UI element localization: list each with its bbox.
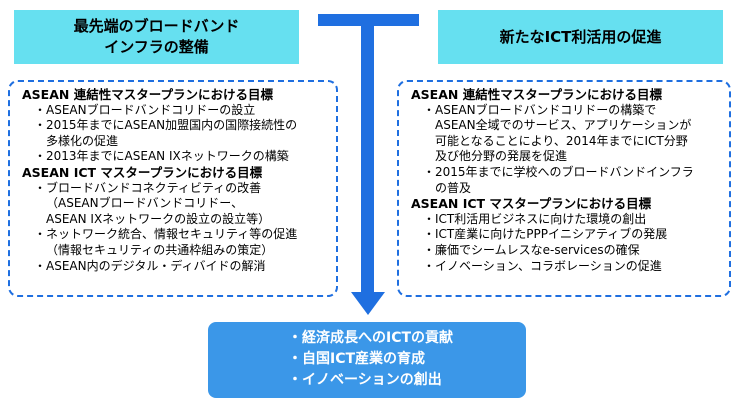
list-item-text: 2015年までに学校へのブロードバンドインフラ: [435, 164, 694, 179]
list-item-text: 2013年までにASEAN IXネットワークの構築: [46, 149, 289, 164]
section-title: ASEAN ICT マスタープランにおける目標: [22, 164, 263, 180]
list-item-continuation: ASEAN全域でのサービス、アプリケーションが: [435, 118, 692, 133]
section-title: ASEAN 連結性マスタープランにおける目標: [411, 87, 662, 102]
bullet: ・: [423, 258, 436, 273]
bullet: ・: [34, 102, 47, 117]
outcome-item: ・自国ICT産業の育成: [288, 351, 426, 367]
list-item: ・ASEAN内のデジタル・ディバイドの解消: [22, 259, 336, 275]
list-item: ・ASEANブロードバンドコリドーの設立: [22, 103, 336, 119]
list-item-text: ASEANブロードバンドコリドーの設立: [46, 102, 256, 117]
header-infrastructure: 最先端のブロードバンド インフラの整備: [14, 10, 299, 64]
section-title: ASEAN ICT マスタープランにおける目標: [411, 196, 652, 212]
panel-infrastructure-goals: ASEAN 連結性マスタープランにおける目標 ・ASEANブロードバンドコリドー…: [8, 80, 338, 297]
list-item: ・ASEANブロードバンドコリドーの構築で: [411, 103, 729, 119]
bullet: ・: [34, 180, 47, 195]
list-item-continuation: 及び他分野の発展を促進: [435, 149, 568, 164]
list-item: ・ICT利活用ビジネスに向けた環境の創出: [411, 212, 729, 228]
list-item-text: ブロードバンドコネクティビティの改善: [46, 180, 262, 195]
header-infrastructure-line1: 最先端のブロードバンド: [73, 17, 240, 35]
header-ict-utilization-line1: 新たなICT利活用の促進: [499, 27, 662, 46]
list-item-continuation: ASEAN IXネットワークの設立の設立等）: [46, 211, 271, 226]
bullet: ・: [423, 242, 436, 257]
list-item: ・イノベーション、コラボレーションの促進: [411, 259, 729, 275]
list-item-continuation: 多様化の促進: [46, 133, 119, 148]
header-ict-utilization: 新たなICT利活用の促進: [438, 10, 723, 64]
goal-list: ・ブロードバンドコネクティビティの改善（ASEANブロードバンドコリドー、ASE…: [22, 181, 336, 275]
t-arrow-bar: [318, 14, 419, 26]
list-item-text: ネットワーク統合、情報セキュリティ等の促進: [46, 227, 298, 242]
list-item-continuation: （情報セキュリティの共通枠組みの策定）: [46, 242, 274, 257]
t-arrow-stem: [361, 24, 374, 294]
list-item: ・ICT産業に向けたPPPイニシアティブの発展: [411, 227, 729, 243]
bullet: ・: [423, 102, 436, 117]
list-item-text: 廉価でシームレスなe-servicesの確保: [435, 242, 640, 257]
list-item-continuation: 可能となることにより、2014年までにICT分野: [435, 133, 688, 148]
list-item-text: 2015年までにASEAN加盟国内の国際接続性の: [46, 118, 298, 133]
list-item: ・ブロードバンドコネクティビティの改善: [22, 181, 336, 197]
list-item: ・2013年までにASEAN IXネットワークの構築: [22, 149, 336, 165]
list-item: ・廉価でシームレスなe-servicesの確保: [411, 243, 729, 259]
outcome-item: ・経済成長へのICTの貢献: [288, 330, 454, 346]
goal-list: ・ICT利活用ビジネスに向けた環境の創出・ICT産業に向けたPPPイニシアティブ…: [411, 212, 729, 274]
bullet: ・: [34, 118, 47, 133]
section-title: ASEAN 連結性マスタープランにおける目標: [22, 87, 273, 102]
list-item: ・ネットワーク統合、情報セキュリティ等の促進: [22, 227, 336, 243]
outcome-item: ・イノベーションの創出: [288, 372, 442, 388]
list-item-text: ICT利活用ビジネスに向けた環境の創出: [435, 211, 647, 226]
bullet: ・: [34, 149, 47, 164]
panel-ict-utilization-goals: ASEAN 連結性マスタープランにおける目標 ・ASEANブロードバンドコリドー…: [397, 80, 731, 297]
bullet: ・: [423, 164, 436, 179]
list-item-text: ASEANブロードバンドコリドーの構築で: [435, 102, 657, 117]
down-arrow-icon: [351, 292, 385, 315]
outcomes-box: ・経済成長へのICTの貢献 ・自国ICT産業の育成 ・イノベーションの創出: [208, 322, 526, 398]
goal-list: ・ASEANブロードバンドコリドーの設立・2015年までにASEAN加盟国内の国…: [22, 103, 336, 165]
bullet: ・: [34, 227, 47, 242]
list-item: ・2015年までにASEAN加盟国内の国際接続性の: [22, 118, 336, 134]
list-item-text: ICT産業に向けたPPPイニシアティブの発展: [435, 227, 668, 242]
bullet: ・: [423, 227, 436, 242]
list-item: ・2015年までに学校へのブロードバンドインフラ: [411, 165, 729, 181]
list-item-continuation: の普及: [435, 180, 472, 195]
bullet: ・: [34, 258, 47, 273]
list-item-text: ASEAN内のデジタル・ディバイドの解消: [46, 258, 266, 273]
list-item-text: イノベーション、コラボレーションの促進: [435, 258, 662, 273]
bullet: ・: [423, 211, 436, 226]
header-infrastructure-line2: インフラの整備: [104, 38, 209, 56]
list-item-continuation: （ASEANブロードバンドコリドー、: [46, 196, 244, 211]
